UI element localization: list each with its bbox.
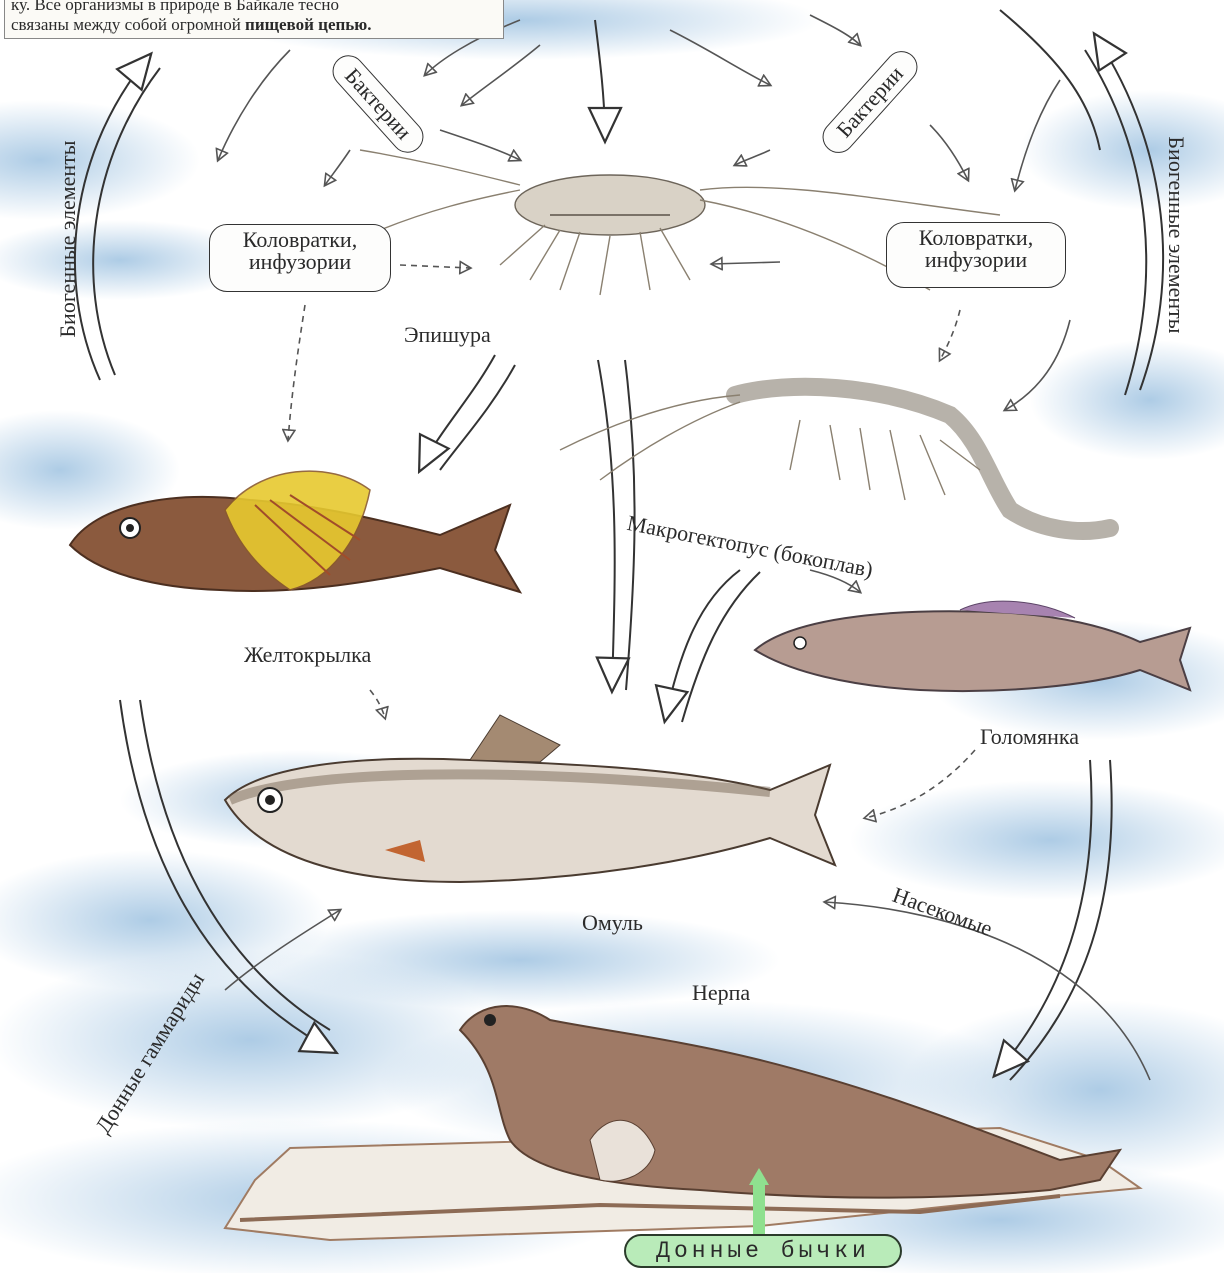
omul-drawing	[225, 715, 835, 882]
rotifers-left-pill: Коловратки, инфузории	[209, 224, 391, 292]
omul-label: Омуль	[582, 910, 643, 936]
caption-line-2: связаны между собой огромной	[11, 15, 245, 34]
rotifers-right-pill: Коловратки, инфузории	[886, 222, 1066, 288]
bottom-gobies-pill: Донные бычки	[624, 1234, 902, 1268]
caption-box: ку. Все организмы в природе в Байкале те…	[4, 0, 504, 39]
green-arrow-shaft	[753, 1182, 765, 1234]
zheltokrylka-label: Желтокрылка	[244, 642, 371, 668]
biogenic-right-label: Биогенные элементы	[1163, 120, 1189, 350]
macrohectopus-drawing	[560, 387, 1110, 531]
biogenic-left-label: Биогенные элементы	[55, 124, 81, 354]
golomyanka-label: Голомянка	[980, 724, 1079, 750]
nerpa-label: Нерпа	[692, 980, 750, 1006]
epishura-label: Эпишура	[404, 322, 491, 348]
caption-line-1: ку. Все организмы в природе в Байкале те…	[11, 0, 497, 15]
caption-food-chain: пищевой цепью.	[245, 15, 371, 34]
